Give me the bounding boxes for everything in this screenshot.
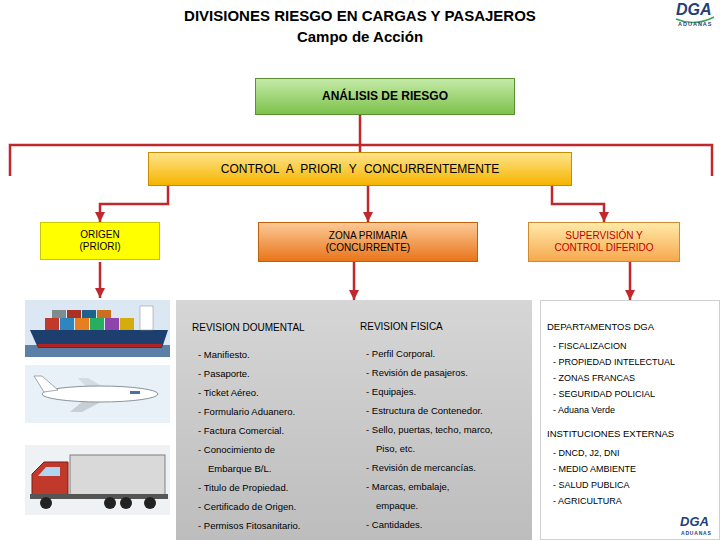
connector-arrow — [100, 186, 168, 222]
list-item: - DNCD, J2, DNI — [547, 445, 675, 461]
page-title: DIVISIONES RIESGO EN CARGAS Y PASAJEROS — [0, 7, 720, 25]
list-item: - Permisos Fitosanitario. — [192, 516, 305, 535]
truck-picture — [25, 445, 170, 515]
box-label: SUPERVISIÓN Y CONTROL DIFERIDO — [546, 230, 662, 254]
list-item: - FISCALIZACION — [547, 338, 675, 354]
list-item: - SEGURIDAD POLICIAL — [547, 386, 675, 402]
list-item: - AGRICULTURA — [547, 493, 675, 509]
section-heading: DEPARTAMENTOS DGA — [547, 319, 675, 335]
list-item: - Aduana Verde — [547, 402, 675, 418]
connector-arrow — [353, 262, 356, 300]
list-item: - Sello, puertas, techo, marco, Piso, et… — [360, 420, 496, 458]
box-label: ZONA PRIMARIA (CONCURRENTE) — [313, 230, 423, 254]
list-item: - Cantidades. — [360, 515, 496, 534]
list-item: - Factura Comercial. — [192, 421, 305, 440]
list-item: - PROPIEDAD INTELECTUAL — [547, 354, 675, 370]
connector-arrow — [367, 186, 370, 222]
section-heading: REVISION FISICA — [360, 317, 496, 336]
plane-picture — [25, 365, 170, 423]
section-heading: REVISION DOUMENTAL — [192, 318, 305, 337]
primary-zone-box: ZONA PRIMARIA (CONCURRENTE) — [258, 222, 478, 262]
list-item: - Titulo de Propiedad. — [192, 478, 305, 497]
logo-subtext: ADUANAS — [678, 21, 713, 27]
origin-box: ORIGEN (PRIORI) — [40, 222, 160, 260]
text-column: DEPARTAMENTOS DGA - FISCALIZACION- PROPIE… — [547, 319, 675, 509]
supervision-box: SUPERVISIÓN Y CONTROL DIFERIDO — [528, 222, 680, 262]
box-label: ANÁLISIS DE RIESGO — [322, 89, 448, 103]
list-item: - Manifiesto. — [192, 345, 305, 364]
list-item: - ZONAS FRANCAS — [547, 370, 675, 386]
section-heading: INSTITUCIONES EXTERNAS — [547, 426, 675, 442]
ship-picture — [25, 300, 170, 357]
text-column: REVISION DOUMENTAL - Manifiesto.- Pasapor… — [192, 318, 305, 535]
departments-panel: DEPARTAMENTOS DGA - FISCALIZACION- PROPIE… — [540, 300, 720, 540]
list-item: - Marcas, embalaje, empaque. — [360, 477, 481, 515]
review-panel: REVISION DOUMENTAL - Manifiesto.- Pasapor… — [176, 300, 532, 540]
list-item: - Revisión de pasajeros. — [360, 363, 496, 382]
list-item: - Certificado de Origen. — [192, 497, 305, 516]
connector-arrow — [629, 262, 632, 300]
list-item: - Formulario Aduanero. — [192, 402, 305, 421]
list-item: - SALUD PUBLICA — [547, 477, 675, 493]
subtitle: Campo de Acción — [0, 29, 720, 46]
logo-text: DGA — [680, 515, 709, 529]
list-item: - Conocimiento de Embarque B/L. — [192, 440, 303, 478]
list-item: - Ticket Aéreo. — [192, 383, 305, 402]
box-label: ORIGEN (PRIORI) — [70, 229, 130, 253]
control-bar: CONTROL A PRIORI Y CONCURRENTEMENTE — [148, 152, 572, 186]
box-label: CONTROL A PRIORI Y CONCURRENTEMENTE — [221, 162, 499, 176]
connector-arrow — [552, 186, 604, 222]
text-column: REVISION FISICA- Perfil Corporal.- Revis… — [360, 317, 496, 534]
list-item: - Equipajes. — [360, 382, 496, 401]
list-item: - Pasaporte. — [192, 364, 305, 383]
list-item: - Perfil Corporal. — [360, 344, 496, 363]
list-item: - MEDIO AMBIENTE — [547, 461, 675, 477]
logo-subtext: ADUANAS — [681, 531, 712, 537]
logo-text: DGA — [676, 1, 712, 19]
list-item: - Estructura de Contenedor. — [360, 401, 496, 420]
origin-arrow — [99, 262, 102, 298]
list-item: - Revisión de mercancías. — [360, 458, 496, 477]
connector-arrow — [359, 115, 362, 152]
analysis-box: ANÁLISIS DE RIESGO — [255, 78, 515, 115]
